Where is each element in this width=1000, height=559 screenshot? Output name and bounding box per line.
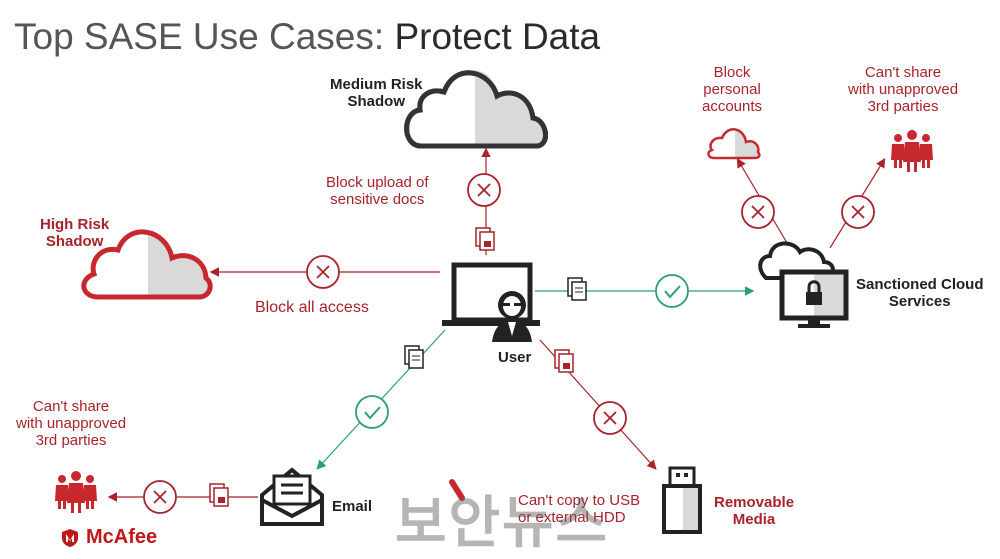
removable-line1: Removable (714, 494, 795, 511)
usb-drive-icon (662, 466, 702, 534)
allow-check-icon-sanctioned (655, 274, 689, 308)
email-envelope-icon (260, 467, 324, 526)
cant-copy-line2: or external HDD (518, 509, 626, 526)
doc-lock-icon-upload (475, 227, 495, 251)
people-group-top-icon (891, 130, 933, 172)
title-bold: Protect Data (394, 16, 601, 57)
cant-share-top-line1: Can't share (864, 64, 942, 81)
doc-lock-icon-share (209, 483, 229, 507)
removable-media-label: Removable Media (714, 494, 794, 528)
block-personal-label: Block personal accounts (702, 64, 762, 115)
removable-line2: Media (732, 511, 776, 528)
mcafee-logo: McAfee (60, 526, 157, 549)
cant-share-top-label: Can't share with unapproved 3rd parties (848, 64, 958, 115)
cant-share-bottom-label: Can't share with unapproved 3rd parties (16, 398, 126, 449)
medium-risk-cloud-icon (404, 70, 548, 149)
block-x-icon-all (306, 255, 340, 289)
doc-icon-sanctioned (567, 277, 587, 301)
people-group-bottom-icon (55, 471, 97, 513)
mcafee-logo-text: McAfee (86, 526, 158, 548)
user-avatar-icon (492, 291, 532, 342)
high-risk-line1: High Risk (40, 216, 110, 233)
cant-share-top-line2: with unapproved (848, 81, 959, 98)
sanctioned-cloud-icon (758, 241, 835, 280)
monitor-lock-icon (779, 269, 849, 328)
laptop-icon (442, 262, 540, 326)
high-risk-label: High Risk Shadow (40, 216, 109, 250)
doc-lock-icon-removable (554, 349, 574, 373)
block-personal-line1: Block (713, 64, 751, 81)
high-risk-line2: Shadow (45, 233, 104, 250)
block-x-icon-share-top (841, 195, 875, 229)
cant-share-bottom-line1: Can't share (32, 398, 110, 415)
allow-check-icon-email (355, 395, 389, 429)
title-light: Top SASE Use Cases: (14, 16, 395, 57)
sanctioned-label: Sanctioned Cloud Services (856, 276, 984, 310)
block-upload-line2: sensitive docs (330, 191, 425, 208)
sanctioned-line1: Sanctioned Cloud (856, 276, 984, 293)
block-upload-label: Block upload of sensitive docs (326, 174, 429, 208)
block-upload-line1: Block upload of (326, 174, 429, 191)
mcafee-shield-icon (62, 528, 78, 547)
high-risk-cloud-icon (81, 229, 213, 300)
medium-risk-line1: Medium Risk (330, 76, 423, 93)
block-personal-line3: accounts (702, 98, 763, 115)
cant-copy-line1: Can't copy to USB (518, 492, 641, 509)
block-x-icon-upload (467, 173, 501, 207)
cant-share-bottom-line3: 3rd parties (35, 432, 107, 449)
cant-share-bottom-line2: with unapproved (16, 415, 127, 432)
doc-icon-email (404, 345, 424, 369)
medium-risk-label: Medium Risk Shadow (330, 76, 423, 110)
block-x-icon-removable (593, 401, 627, 435)
block-personal-line2: personal (703, 81, 761, 98)
email-label: Email (332, 498, 373, 515)
watermark-text: 보안뉴스 (395, 491, 610, 556)
page-title: Top SASE Use Cases: Protect Data (14, 16, 600, 58)
cant-share-top-line3: 3rd parties (867, 98, 939, 115)
user-label: User (498, 349, 532, 366)
sanctioned-line2: Services (888, 293, 951, 310)
block-all-label: Block all access (255, 299, 369, 316)
block-x-icon-personal (741, 195, 775, 229)
medium-risk-line2: Shadow (347, 93, 406, 110)
cant-copy-label: Can't copy to USB or external HDD (518, 492, 640, 526)
watermark-mark-icon (449, 479, 465, 501)
personal-cloud-icon (707, 128, 761, 160)
block-x-icon-share-bottom (143, 480, 177, 514)
